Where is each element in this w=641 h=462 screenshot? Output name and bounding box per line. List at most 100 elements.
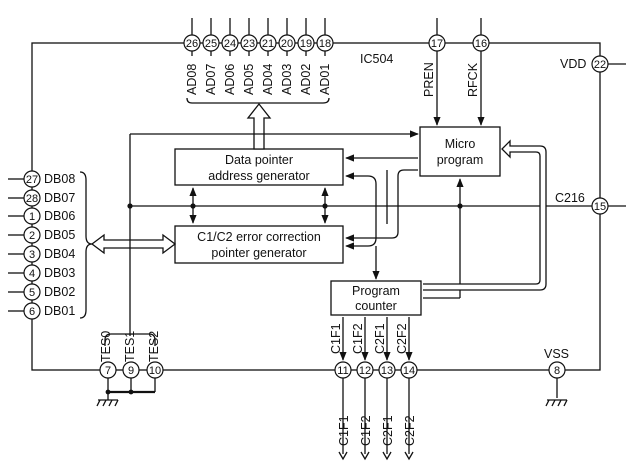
data-bus-brace bbox=[79, 171, 93, 319]
svg-text:22: 22 bbox=[594, 59, 606, 71]
pin-label-db02: DB02 bbox=[44, 285, 75, 299]
pin-label-c216: C216 bbox=[555, 191, 585, 205]
pin-15: C216 15 bbox=[555, 191, 626, 215]
pin-label-db01: DB01 bbox=[44, 304, 75, 318]
svg-text:4: 4 bbox=[29, 268, 35, 280]
block-error-correction: C1/C2 error correction pointer generator bbox=[174, 225, 344, 264]
pin-label-db08: DB08 bbox=[44, 172, 75, 186]
pin-4: 4 DB03 bbox=[8, 264, 75, 282]
svg-text:7: 7 bbox=[105, 365, 111, 377]
pin-7: 7 bbox=[99, 361, 117, 379]
pin-13: 13 bbox=[378, 361, 396, 379]
svg-text:1: 1 bbox=[29, 211, 35, 223]
pin-label-db07: DB07 bbox=[44, 191, 75, 205]
svg-text:14: 14 bbox=[403, 365, 415, 377]
pin-label-tes0: TES0 bbox=[99, 331, 113, 362]
internal-wiring bbox=[127, 130, 592, 336]
svg-text:3: 3 bbox=[29, 249, 35, 261]
pin-12: 12 bbox=[356, 361, 374, 379]
pin-label-c1f2-external: C1F2 bbox=[359, 415, 373, 446]
test-pins: TES0 TES1 TES2 7 9 10 bbox=[96, 331, 164, 407]
svg-text:10: 10 bbox=[149, 365, 161, 377]
pin-8: VSS 8 bbox=[544, 347, 569, 407]
svg-text:9: 9 bbox=[128, 365, 134, 377]
pin-label-ad05: AD05 bbox=[242, 64, 256, 95]
pin-6: 6 DB01 bbox=[8, 302, 75, 320]
svg-text:28: 28 bbox=[26, 193, 38, 205]
pin-5: 5 DB02 bbox=[8, 283, 75, 301]
pin-14: 14 bbox=[400, 361, 418, 379]
svg-text:26: 26 bbox=[186, 38, 198, 50]
flag-pins: C1F1 C1F2 C2F1 C2F2 11 12 13 14 C1F1 C1F… bbox=[329, 317, 418, 461]
address-bus-bracket bbox=[186, 97, 330, 104]
pin-label-vdd: VDD bbox=[560, 57, 586, 71]
chip-name: IC504 bbox=[360, 52, 393, 66]
pin-label-rfck: RFCK bbox=[466, 62, 480, 97]
svg-text:Data pointer: Data pointer bbox=[225, 153, 293, 167]
ground-symbol-vss bbox=[545, 399, 568, 407]
pin-label-vss: VSS bbox=[544, 347, 569, 361]
pin-label-ad07: AD07 bbox=[204, 64, 218, 95]
svg-text:2: 2 bbox=[29, 230, 35, 242]
svg-text:25: 25 bbox=[205, 38, 217, 50]
pin-label-db05: DB05 bbox=[44, 228, 75, 242]
pin-label-c1f1-external: C1F1 bbox=[337, 415, 351, 446]
svg-text:11: 11 bbox=[337, 365, 348, 377]
block-data-pointer: Data pointer address generator bbox=[174, 148, 344, 186]
pin-27: 27 DB08 bbox=[8, 170, 75, 188]
svg-text:Micro: Micro bbox=[445, 137, 476, 151]
svg-text:15: 15 bbox=[594, 201, 606, 213]
svg-text:21: 21 bbox=[262, 38, 274, 50]
pin-2: 2 DB05 bbox=[8, 226, 75, 244]
svg-text:27: 27 bbox=[26, 174, 38, 186]
address-bus-arrow bbox=[246, 102, 272, 150]
svg-text:17: 17 bbox=[431, 38, 443, 50]
svg-text:5: 5 bbox=[29, 287, 35, 299]
pin-9: 9 bbox=[122, 361, 140, 379]
svg-text:18: 18 bbox=[319, 38, 331, 50]
pin-label-ad03: AD03 bbox=[280, 64, 294, 95]
pin-11: 11 bbox=[334, 361, 352, 379]
pin-25: 25 AD07 bbox=[202, 18, 220, 95]
ground-symbol-test bbox=[96, 396, 119, 407]
svg-text:6: 6 bbox=[29, 306, 35, 318]
pin-19: 19 AD02 bbox=[297, 18, 315, 95]
pin-label-c2f1-internal: C2F1 bbox=[373, 323, 387, 354]
pin-20: 20 AD03 bbox=[278, 18, 296, 95]
block-program-counter: Program counter bbox=[330, 280, 422, 316]
svg-text:23: 23 bbox=[243, 38, 255, 50]
top-address-pins: 26 AD08 25 AD07 24 AD06 23 AD05 bbox=[183, 18, 334, 104]
pin-label-ad04: AD04 bbox=[261, 64, 275, 95]
svg-text:counter: counter bbox=[355, 299, 397, 313]
pin-21: 21 AD04 bbox=[259, 18, 277, 95]
svg-text:program: program bbox=[437, 153, 484, 167]
pin-label-ad01: AD01 bbox=[318, 64, 332, 95]
pin-22: VDD 22 bbox=[560, 55, 626, 73]
pin-3: 3 DB04 bbox=[8, 245, 75, 263]
svg-text:C1/C2 error correction: C1/C2 error correction bbox=[197, 230, 321, 244]
pin-label-ad08: AD08 bbox=[185, 64, 199, 95]
svg-text:16: 16 bbox=[475, 38, 487, 50]
block-micro-program: Micro program bbox=[419, 126, 501, 177]
pin-label-pren: PREN bbox=[422, 62, 436, 97]
pin-label-db03: DB03 bbox=[44, 266, 75, 280]
pin-label-db04: DB04 bbox=[44, 247, 75, 261]
svg-text:24: 24 bbox=[224, 38, 236, 50]
pin-label-tes2: TES2 bbox=[147, 331, 161, 362]
svg-text:12: 12 bbox=[359, 365, 371, 377]
pin-16: 16 RFCK bbox=[466, 18, 490, 126]
svg-text:address generator: address generator bbox=[208, 169, 309, 183]
pin-24: 24 AD06 bbox=[221, 18, 239, 95]
pin-label-tes1: TES1 bbox=[123, 331, 137, 362]
data-bus-arrow bbox=[90, 233, 177, 255]
svg-text:19: 19 bbox=[300, 38, 312, 50]
svg-text:pointer generator: pointer generator bbox=[211, 246, 306, 260]
pin-18: 18 AD01 bbox=[316, 18, 334, 95]
pin-28: 28 DB07 bbox=[8, 189, 75, 207]
svg-text:Program: Program bbox=[352, 284, 400, 298]
svg-text:20: 20 bbox=[281, 38, 293, 50]
pin-26: 26 AD08 bbox=[183, 18, 201, 95]
pin-23: 23 AD05 bbox=[240, 18, 258, 95]
